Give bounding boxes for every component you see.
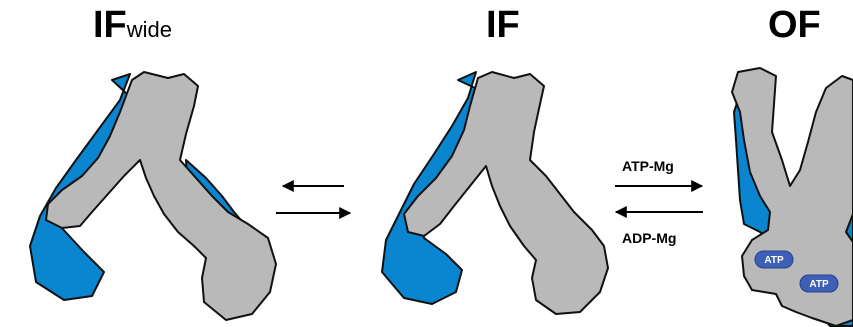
state-title-if-wide: IFwide <box>93 6 172 44</box>
svg-text:ATP: ATP <box>764 255 784 266</box>
atp-badge-1: ATP <box>754 250 794 269</box>
reverse-label: ADP-Mg <box>622 230 676 246</box>
forward-label: ATP-Mg <box>622 158 674 174</box>
subunit-gray-if-wide <box>45 71 277 321</box>
structure-of: ATP ATP <box>731 67 853 327</box>
atp-badge-2: ATP <box>799 274 839 293</box>
state-title-if-wide-subscript: wide <box>126 17 173 42</box>
state-title-if: IF <box>486 4 520 46</box>
state-title-if-wide-main: IF <box>93 4 127 46</box>
structure-if <box>381 71 609 315</box>
state-title-of: OF <box>768 4 821 46</box>
svg-text:ATP: ATP <box>809 279 829 290</box>
structure-if-wide <box>29 71 277 321</box>
subunit-gray-if <box>403 71 609 315</box>
